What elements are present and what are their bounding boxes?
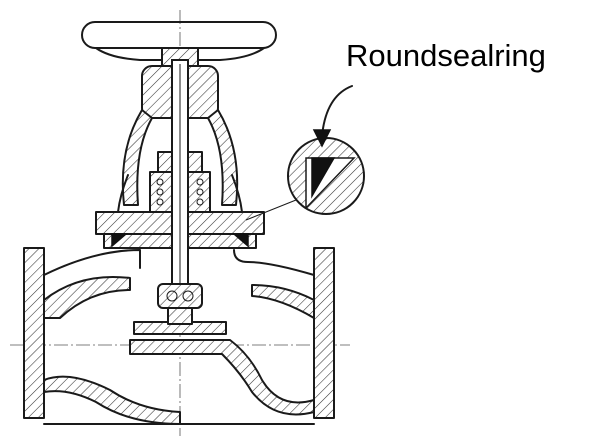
valve-body [23,247,335,425]
round-seal-ring-label: Roundsealring [346,38,546,73]
detail-leader-line [245,199,297,221]
valve-stem [171,59,189,325]
seal-detail-lens [287,137,365,215]
callout-arrow [312,85,353,148]
valve-disc [133,283,227,335]
